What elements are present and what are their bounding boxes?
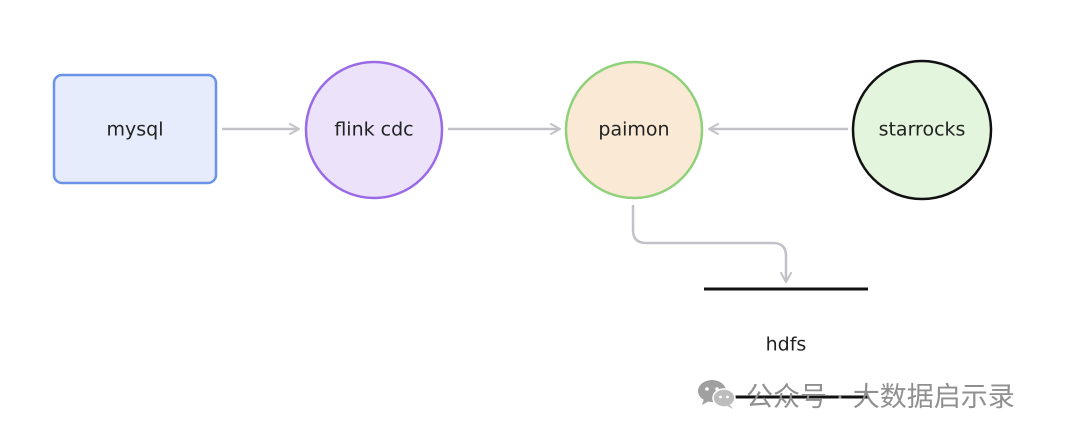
wechat-icon [698,380,736,409]
node-starrocks-shape [851,59,993,201]
edge-paimon-to-hdfs [631,205,792,283]
node-mysql-shape [52,73,218,185]
node-paimon[interactable]: paimon [564,60,704,200]
node-hdfs-label: hdfs [766,334,807,356]
node-paimon-shape [564,60,704,200]
watermark: 公众号 · 大数据启示录 [696,376,1015,413]
node-starrocks-label: starrocks [879,119,966,141]
node-paimon-label: paimon [598,119,669,141]
node-flink-cdc-label: flink cdc [334,119,413,141]
node-starrocks[interactable]: starrocks [851,59,993,201]
node-flink-cdc-shape [304,60,444,200]
node-mysql[interactable]: mysql [52,73,218,185]
node-flink-cdc[interactable]: flink cdc [304,60,444,200]
node-mysql-label: mysql [107,119,164,141]
watermark-text: 公众号 · 大数据启示录 [746,381,1015,413]
